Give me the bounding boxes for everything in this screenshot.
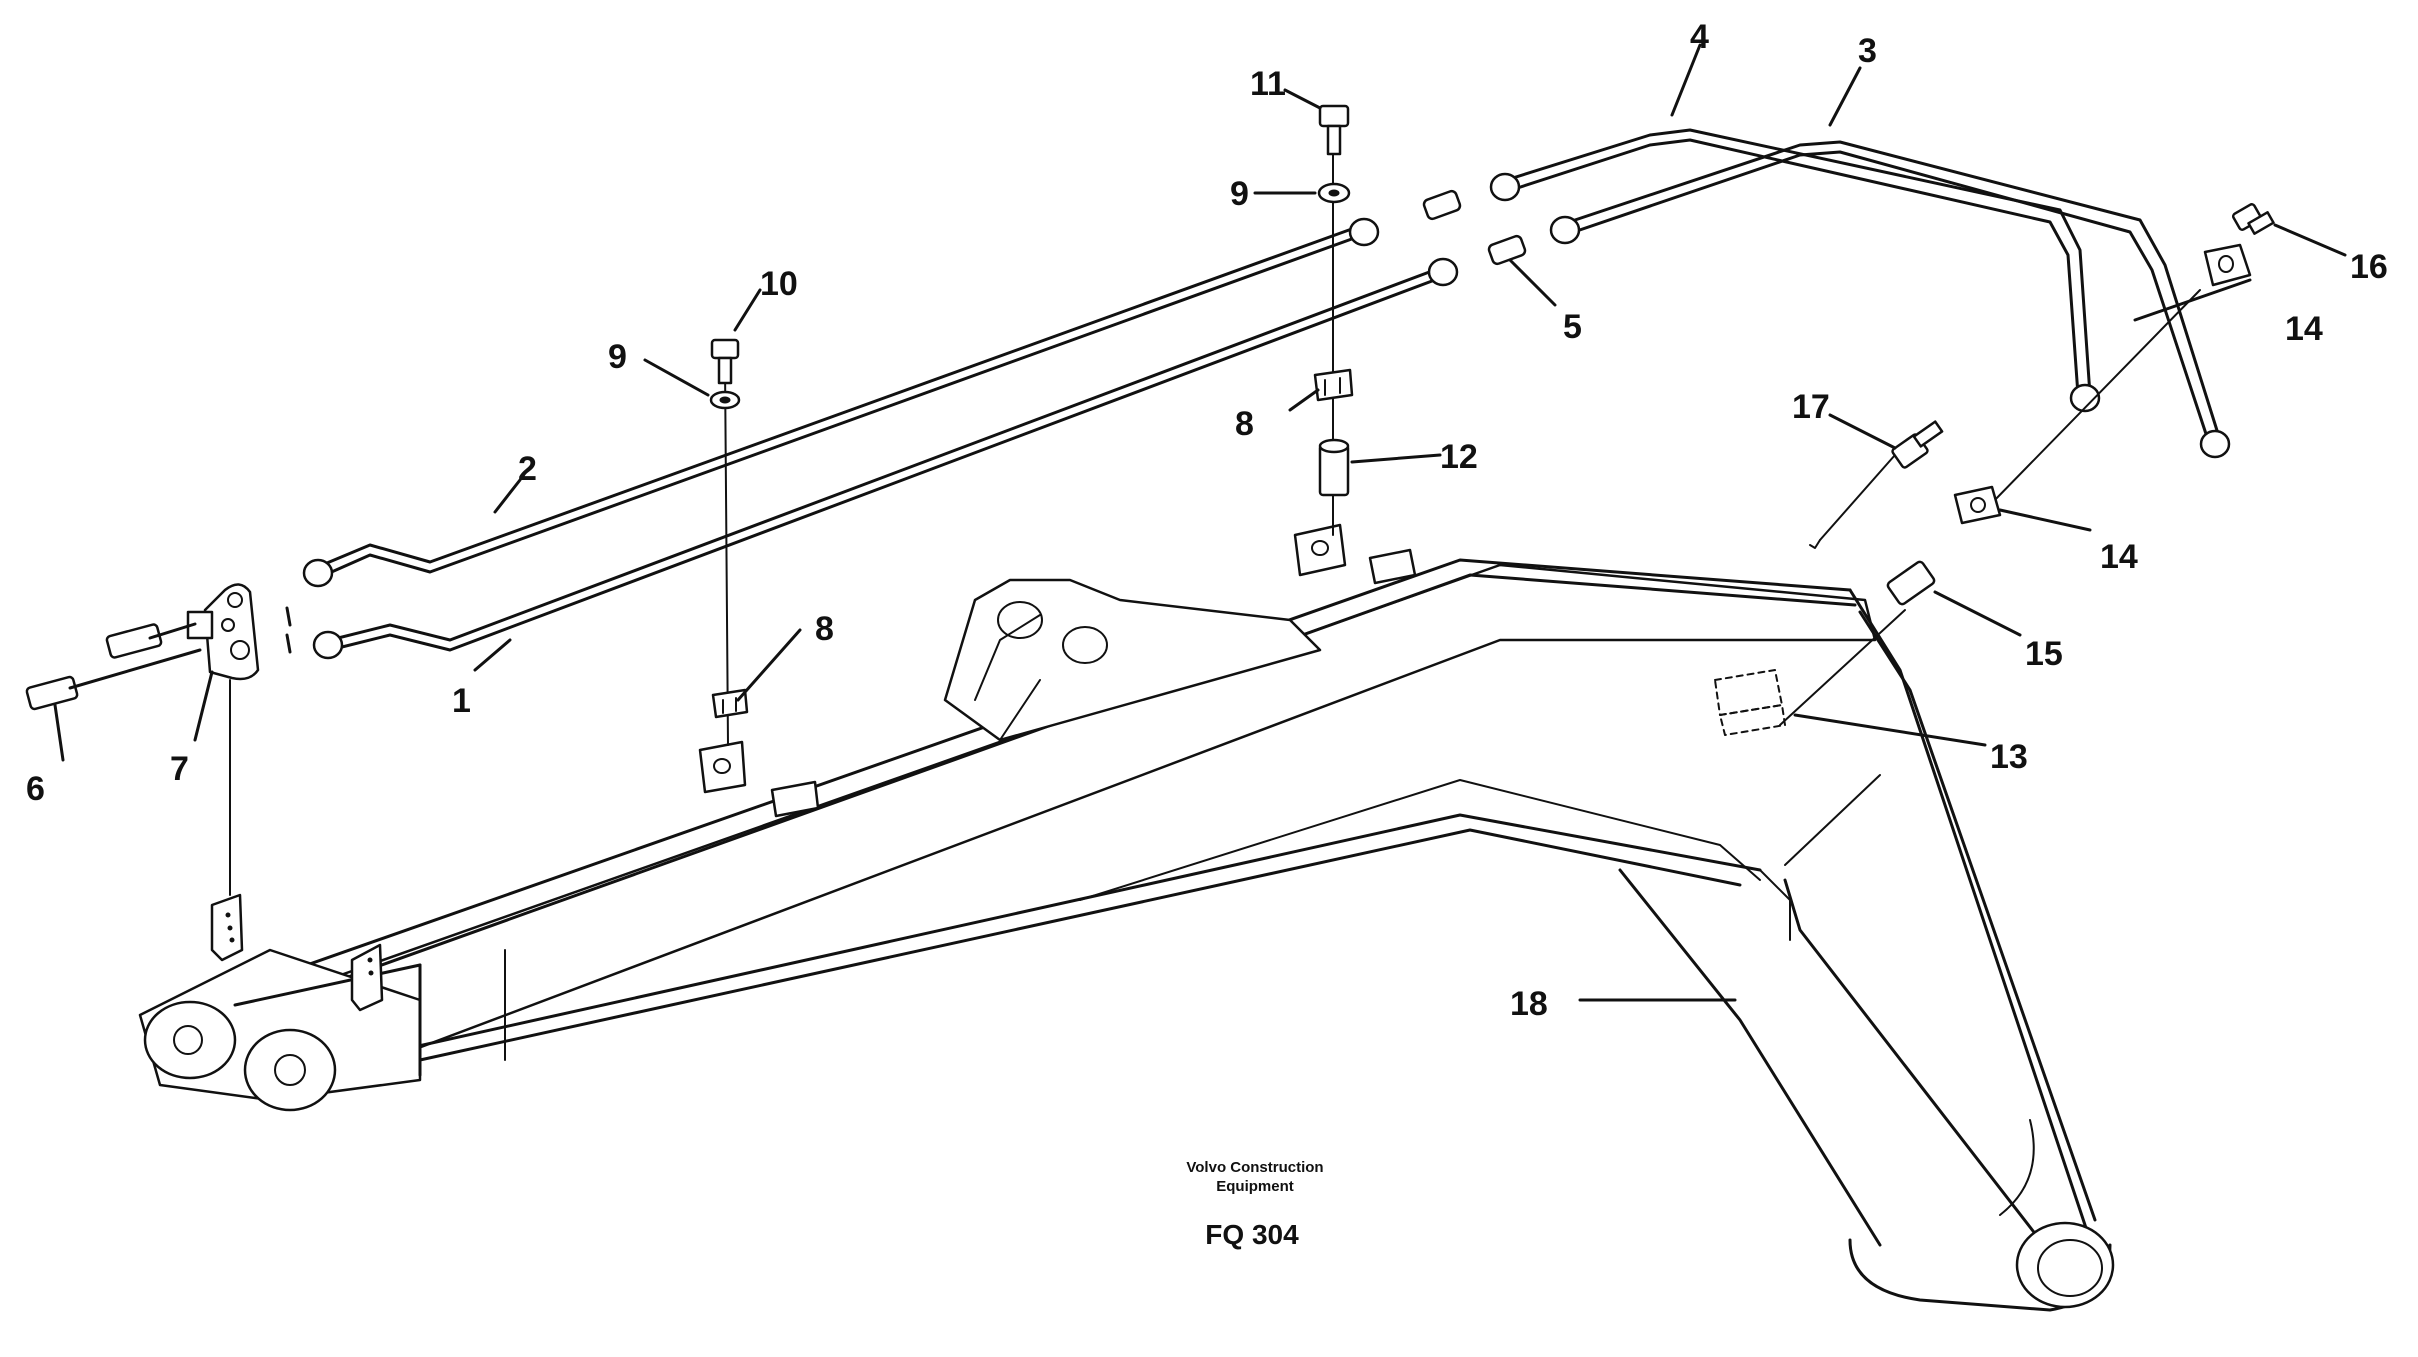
figure-code: FQ 304 xyxy=(1205,1219,1299,1250)
clamp-stack-left xyxy=(709,338,749,746)
callout-9-left: 9 xyxy=(608,338,627,376)
callout-labels: 1 2 3 4 5 6 7 8 8 9 9 10 11 12 13 14 14 … xyxy=(26,18,2388,1023)
boom-clamp-base-mid xyxy=(1293,523,1347,577)
clamp-stack-right xyxy=(1779,203,2275,726)
part-9-washer-left xyxy=(709,390,741,410)
part-8-clamp-half xyxy=(1313,368,1354,402)
callout-2: 2 xyxy=(518,450,537,488)
callout-16: 16 xyxy=(2350,248,2388,286)
callout-13: 13 xyxy=(1990,738,2028,776)
callout-8-center: 8 xyxy=(1235,405,1254,443)
callout-6: 6 xyxy=(26,770,45,808)
pipe-fittings xyxy=(302,172,2231,660)
leader-lines xyxy=(53,43,2347,1002)
part-8-clamp-half-left xyxy=(711,688,749,719)
callout-7: 7 xyxy=(170,750,189,788)
part-7-manifold-plate xyxy=(186,583,260,681)
clamp-stack-center xyxy=(1313,104,1354,536)
part-14-clamp-lower xyxy=(1953,485,2002,525)
pipe-gap-marks xyxy=(285,606,292,654)
part-10-bolt xyxy=(710,338,740,385)
callout-9-center: 9 xyxy=(1230,175,1249,213)
callout-10: 10 xyxy=(760,265,798,303)
part-12-spacer xyxy=(1318,438,1350,497)
part-13-pad xyxy=(1714,669,1786,736)
pipe-3 xyxy=(1558,140,2222,442)
part-16-bolt xyxy=(2231,203,2275,235)
pipe-4 xyxy=(1498,128,2092,397)
boom-clamp-base-left xyxy=(698,740,747,794)
part-6-fittings xyxy=(25,622,202,711)
part-17-bolt xyxy=(1891,420,1944,469)
pipe-2 xyxy=(313,224,1362,580)
company-name-line2: Equipment xyxy=(1216,1178,1294,1195)
boom-structure xyxy=(138,523,2115,1312)
part-15-spacer xyxy=(1886,560,1936,606)
callout-14-lower: 14 xyxy=(2100,538,2138,576)
callout-11: 11 xyxy=(1250,65,1286,103)
callout-5: 5 xyxy=(1563,308,1582,346)
part-11-bolt xyxy=(1318,104,1350,156)
callout-4: 4 xyxy=(1690,18,1709,56)
pipe-1 xyxy=(328,266,1442,652)
callout-1: 1 xyxy=(452,682,471,720)
callout-18: 18 xyxy=(1510,985,1548,1023)
callout-3: 3 xyxy=(1858,32,1877,70)
part-9-washer xyxy=(1317,182,1351,204)
part-14-clamp-upper xyxy=(2203,243,2252,287)
company-name-line1: Volvo Construction xyxy=(1186,1159,1323,1176)
callout-17: 17 xyxy=(1792,388,1830,426)
callout-12: 12 xyxy=(1440,438,1478,476)
caption-block: Volvo Construction Equipment FQ 304 xyxy=(1186,1159,1323,1250)
callout-15: 15 xyxy=(2025,635,2063,673)
callout-14-upper: 14 xyxy=(2285,310,2323,348)
callout-8-left: 8 xyxy=(815,610,834,648)
